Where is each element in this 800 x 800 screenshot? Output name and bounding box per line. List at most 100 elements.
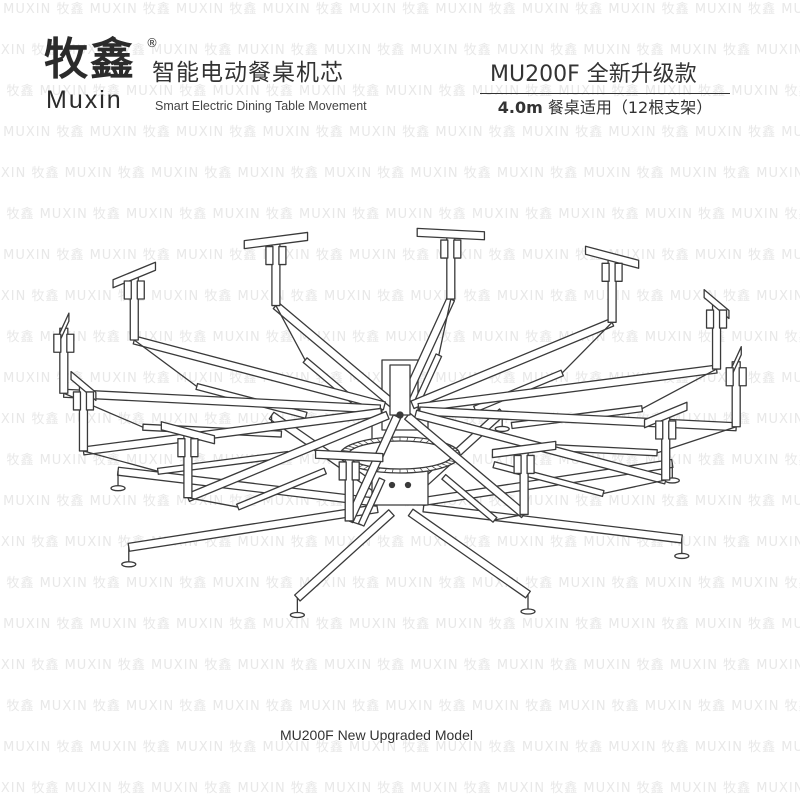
arm-brace	[236, 467, 327, 511]
bracket-plate	[513, 454, 522, 475]
bracket-plate	[601, 262, 610, 282]
bracket-plate	[453, 239, 462, 259]
bracket-plate	[351, 461, 360, 481]
bracket-plate	[190, 438, 199, 458]
leveling-foot-pad	[289, 611, 306, 619]
gear-tooth	[406, 436, 409, 442]
watermark-row: 牧鑫 MUXIN 牧鑫 MUXIN 牧鑫 MUXIN 牧鑫 MUXIN 牧鑫 M…	[0, 84, 800, 99]
gear-tooth	[419, 438, 424, 443]
watermark-row: 牧鑫 MUXIN 牧鑫 MUXIN 牧鑫 MUXIN 牧鑫 MUXIN 牧鑫 M…	[0, 740, 800, 755]
gear-tooth	[436, 464, 443, 469]
gear-tooth	[341, 449, 351, 452]
watermark-row: 牧鑫 MUXIN 牧鑫 MUXIN 牧鑫 MUXIN 牧鑫 MUXIN 牧鑫 M…	[0, 289, 800, 304]
arm-strut	[602, 479, 667, 495]
bracket-plate	[338, 461, 347, 481]
watermark-row: 牧鑫 MUXIN 牧鑫 MUXIN 牧鑫 MUXIN 牧鑫 MUXIN 牧鑫 M…	[0, 699, 800, 714]
gear-tooth	[406, 468, 409, 474]
arm-strut	[494, 513, 525, 521]
support-arm	[132, 335, 387, 411]
top-bracket	[584, 245, 640, 269]
watermark-row: 牧鑫 MUXIN 牧鑫 MUXIN 牧鑫 MUXIN 牧鑫 MUXIN 牧鑫 M…	[0, 43, 800, 58]
gear-tooth	[413, 468, 416, 473]
bracket-plate	[738, 367, 747, 387]
bracket-plate	[265, 245, 274, 266]
gear-tooth	[352, 443, 360, 447]
bracket-plate	[614, 262, 623, 282]
base-leg	[407, 508, 531, 599]
gear-tooth	[425, 466, 431, 471]
logo-english: Muxin	[46, 86, 123, 114]
gear-tooth	[376, 467, 381, 472]
model-divider	[480, 93, 730, 94]
base-leg	[294, 509, 395, 602]
gear-tooth	[347, 445, 356, 449]
bracket-plate	[72, 391, 82, 411]
arm-brace	[357, 477, 386, 527]
gear-tooth	[369, 439, 375, 444]
watermark-row: 牧鑫 MUXIN 牧鑫 MUXIN 牧鑫 MUXIN 牧鑫 MUXIN 牧鑫 M…	[0, 2, 800, 17]
gear-tooth	[391, 468, 394, 474]
bracket-plate	[668, 420, 677, 440]
gear-tooth	[444, 461, 453, 465]
watermark-row: 牧鑫 MUXIN 牧鑫 MUXIN 牧鑫 MUXIN 牧鑫 MUXIN 牧鑫 M…	[0, 125, 800, 140]
gear-tooth	[419, 467, 424, 472]
base-leg	[127, 503, 379, 552]
watermark-row: 牧鑫 MUXIN 牧鑫 MUXIN 牧鑫 MUXIN 牧鑫 MUXIN 牧鑫 M…	[0, 658, 800, 673]
gear-tooth	[357, 441, 364, 446]
bracket-plate	[526, 454, 535, 475]
model-spec-line: 4.0m 餐桌适用（12根支架）	[480, 98, 730, 117]
logo-chinese: 牧鑫	[44, 34, 136, 85]
top-hub	[389, 364, 411, 416]
arm-brace	[441, 473, 498, 523]
caption: MU200F New Upgraded Model	[280, 727, 473, 743]
gear-tooth	[431, 465, 437, 470]
base-leg	[422, 503, 683, 544]
arm-strut	[275, 304, 306, 361]
bracket-plate	[705, 309, 715, 329]
bracket-plate	[53, 333, 62, 353]
watermark-row: 牧鑫 MUXIN 牧鑫 MUXIN 牧鑫 MUXIN 牧鑫 MUXIN 牧鑫 M…	[0, 166, 800, 181]
bracket-plate	[85, 391, 95, 411]
arm-strut	[438, 298, 452, 356]
arm-strut	[133, 339, 198, 388]
model-title: MU200F 全新升级款	[490, 62, 697, 87]
bracket-plate	[278, 245, 287, 266]
headline-chinese: 智能电动餐桌机芯	[152, 60, 344, 86]
model-size: 4.0m	[497, 98, 543, 117]
gear-tooth	[376, 438, 381, 443]
bracket-plate	[177, 438, 186, 458]
top-bracket	[160, 421, 216, 445]
arm-strut	[82, 450, 159, 472]
leveling-foot-pad	[494, 425, 510, 433]
gear-tooth	[363, 465, 369, 470]
bracket-plate	[136, 280, 145, 300]
leveling-foot-pad	[110, 485, 126, 492]
gear-tooth	[363, 440, 369, 445]
bracket-plate	[725, 367, 734, 387]
watermark-row: 牧鑫 MUXIN 牧鑫 MUXIN 牧鑫 MUXIN 牧鑫 MUXIN 牧鑫 M…	[0, 781, 800, 796]
hub-bolt	[396, 411, 404, 419]
leveling-foot-pad	[121, 561, 137, 568]
hub-bolt	[404, 481, 412, 489]
hub-bolt	[388, 481, 396, 489]
bracket-plate	[440, 239, 449, 259]
headline-english: Smart Electric Dining Table Movement	[155, 99, 367, 113]
arm-strut	[187, 497, 239, 508]
leveling-foot-pad	[520, 608, 536, 615]
gear-tooth	[413, 437, 416, 442]
top-bracket	[416, 227, 486, 241]
watermark-row: 牧鑫 MUXIN 牧鑫 MUXIN 牧鑫 MUXIN 牧鑫 MUXIN 牧鑫 M…	[0, 576, 800, 591]
watermark-row: 牧鑫 MUXIN 牧鑫 MUXIN 牧鑫 MUXIN 牧鑫 MUXIN 牧鑫 M…	[0, 617, 800, 632]
support-arm	[185, 410, 390, 503]
arm-strut	[561, 321, 613, 374]
model-spec: 餐桌适用（12根支架）	[547, 98, 713, 117]
top-bracket	[243, 231, 309, 250]
gear-tooth	[440, 463, 448, 467]
gear-tooth	[344, 447, 353, 450]
gear-tooth	[384, 468, 387, 473]
leveling-foot-pad	[674, 552, 690, 560]
bracket-plate	[123, 280, 132, 300]
bracket-plate	[655, 420, 664, 440]
